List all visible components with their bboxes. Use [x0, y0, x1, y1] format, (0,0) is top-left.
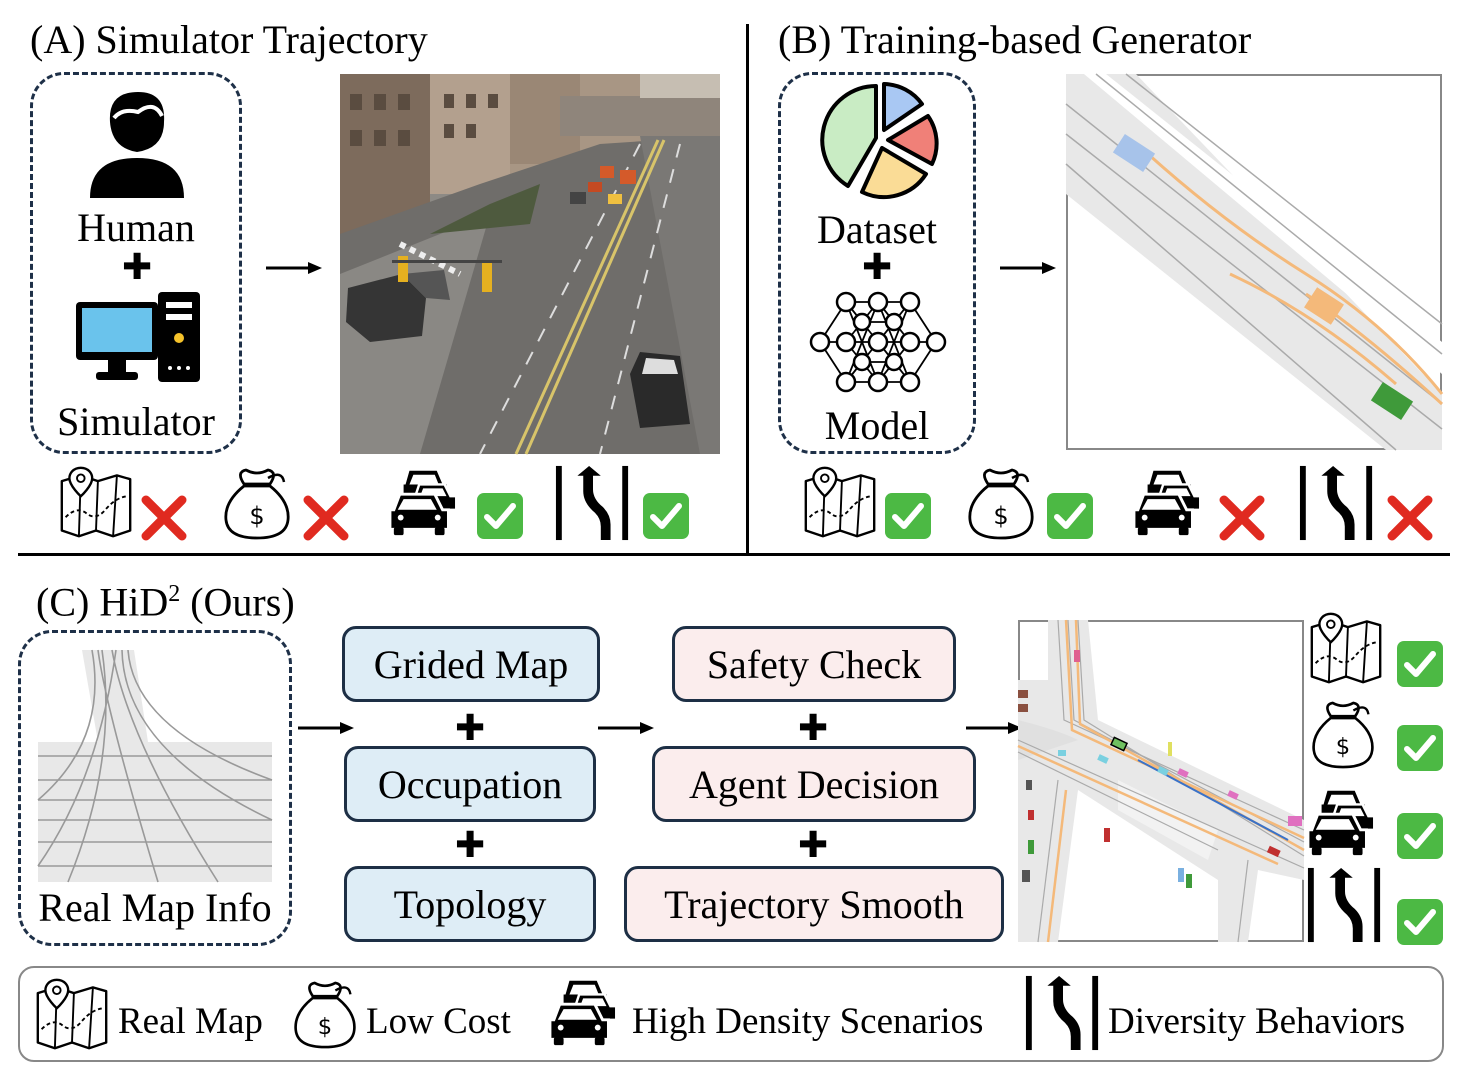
plus-sign: ✚ [798, 708, 829, 749]
arrow-icon [298, 720, 354, 736]
plus-sign: ✚ [862, 247, 893, 288]
occupation-box: Occupation [344, 746, 596, 822]
check-icon [476, 492, 524, 540]
arrow-icon [1000, 260, 1056, 276]
lane-change-icon [554, 464, 632, 542]
vertical-divider [746, 24, 749, 554]
legend-low-cost: Low Cost [366, 1001, 511, 1042]
cars-icon [1132, 466, 1210, 538]
human-label: Human [77, 205, 195, 250]
lane-change-icon [1024, 974, 1102, 1052]
check-icon [1396, 898, 1444, 946]
money-bag-icon [966, 468, 1036, 540]
legend-diversity: Diversity Behaviors [1108, 1001, 1405, 1042]
generated-trajectory-map [1065, 73, 1444, 451]
legend-box [18, 966, 1444, 1062]
real-map-sketch [37, 649, 273, 883]
money-bag-icon [222, 468, 292, 540]
hid2-output-map [1017, 619, 1305, 943]
check-icon [642, 492, 690, 540]
real-map-input-box [18, 630, 292, 946]
plus-sign: ✚ [798, 825, 829, 866]
check-icon [1396, 812, 1444, 860]
panel-b-input-box [778, 72, 976, 454]
cross-icon [302, 494, 350, 542]
check-icon [1396, 640, 1444, 688]
plus-sign: ✚ [455, 825, 486, 866]
computer-icon [76, 292, 200, 382]
map-icon [34, 978, 110, 1050]
legend-high-density: High Density Scenarios [632, 1001, 984, 1042]
horizontal-divider [18, 553, 1450, 556]
person-icon [90, 92, 184, 198]
dataset-label: Dataset [817, 207, 937, 252]
cars-icon [548, 976, 626, 1048]
money-bag-icon [292, 980, 358, 1050]
cars-icon [388, 466, 466, 538]
lane-change-icon [1298, 464, 1376, 542]
check-icon [1046, 492, 1094, 540]
panel-c-title: (C) HiD2 (Ours) [36, 579, 295, 625]
check-icon [884, 492, 932, 540]
plus-sign: ✚ [455, 708, 486, 749]
panel-a-input-box [30, 72, 242, 454]
arrow-icon [266, 260, 322, 276]
simulator-label: Simulator [57, 399, 215, 444]
panel-b-title: (B) Training-based Generator [778, 17, 1252, 62]
safety-check-box: Safety Check [672, 626, 956, 702]
topology-box: Topology [344, 866, 596, 942]
cross-icon [1218, 494, 1266, 542]
cars-icon [1306, 786, 1384, 858]
real-map-info-label: Real Map Info [38, 885, 272, 930]
check-icon [1396, 724, 1444, 772]
lane-change-icon [1306, 866, 1384, 944]
map-icon [1308, 612, 1384, 684]
arrow-icon [598, 720, 654, 736]
plus-sign: ✚ [122, 247, 153, 288]
grided-map-box: Grided Map [342, 626, 600, 702]
model-label: Model [824, 403, 930, 448]
cross-icon [1386, 494, 1434, 542]
arrow-icon [966, 720, 1022, 736]
map-icon [58, 466, 134, 538]
trajectory-smooth-box: Trajectory Smooth [624, 866, 1004, 942]
legend-real-map: Real Map [118, 1001, 263, 1042]
pie-chart-icon [820, 82, 939, 200]
cross-icon [140, 494, 188, 542]
neural-net-icon [809, 291, 947, 393]
map-icon [802, 466, 878, 538]
money-bag-icon [1310, 700, 1376, 770]
simulator-scene-image [340, 74, 720, 455]
panel-a-title: (A) Simulator Trajectory [30, 17, 428, 62]
agent-decision-box: Agent Decision [652, 746, 976, 822]
